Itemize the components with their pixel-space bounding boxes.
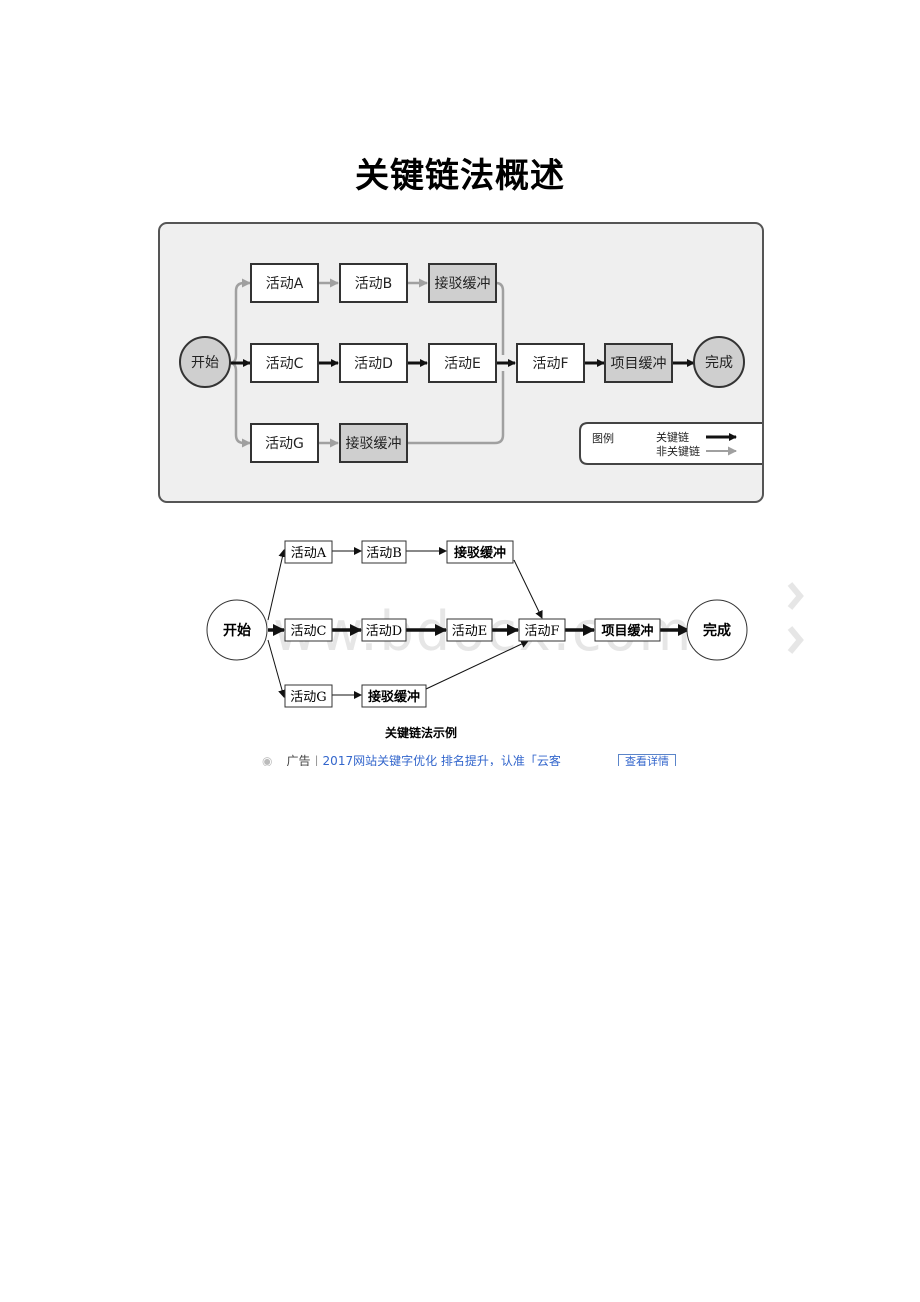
figure1-feeding-buffer-1: 接驳缓冲 [428,263,497,303]
svg-text:活动A: 活动A [291,546,327,561]
figure2-noncritical-arrows [267,547,543,699]
figure1-activity-f: 活动F [516,343,585,383]
svg-text:活动A: 活动A [266,276,304,292]
svg-text:活动D: 活动D [366,624,402,639]
svg-text:活动C: 活动C [266,356,304,372]
svg-text:完成: 完成 [705,355,733,371]
figure1-legend: 图例 关键链 非关键链 [579,422,762,465]
figure1-start-node: 开始 [179,336,231,388]
figure1-activity-g: 活动G [250,423,319,463]
figure2-start-node: 开始 [206,599,268,661]
legend-noncritical-label: 非关键链 [656,444,700,458]
svg-text:活动D: 活动D [354,356,393,372]
svg-text:活动E: 活动E [444,356,481,372]
figure1-critical-chain-diagram: 开始 活动A 活动B 接驳缓冲 活动C 活动D 活动E 活动F [158,222,764,503]
figure2-activity-a: 活动A [284,540,333,564]
figure2-feeding-buffer-1: 接驳缓冲 [446,540,514,564]
svg-text:接驳缓冲: 接驳缓冲 [435,275,491,292]
svg-text:接驳缓冲: 接驳缓冲 [368,689,420,705]
ad-details-button[interactable]: 查看详情 [618,754,676,766]
figure1-finish-node: 完成 [693,336,745,388]
figure2-activity-c: 活动C [284,618,333,642]
svg-text:活动G: 活动G [265,436,304,452]
figure2-activity-f: 活动F [518,618,566,642]
ad-separator: | [314,754,319,766]
svg-text:活动B: 活动B [355,276,393,292]
figure2-feeding-buffer-2: 接驳缓冲 [361,684,427,708]
svg-text:完成: 完成 [703,622,731,639]
figure2-finish-node: 完成 [686,599,748,661]
legend-critical-label: 关键链 [656,430,689,444]
ad-banner: ◉ 广告|2017网站关键字优化 排名提升，认准「云客 查看详情 [262,752,682,766]
svg-text:接驳缓冲: 接驳缓冲 [454,545,506,561]
figure2-caption: 关键链法示例 [385,725,457,740]
svg-text:活动F: 活动F [532,356,568,372]
svg-text:活动C: 活动C [291,624,327,639]
figure1-project-buffer: 项目缓冲 [604,343,673,383]
figure2-activity-e: 活动E [446,618,493,642]
svg-text:活动E: 活动E [452,624,488,639]
figure1-activity-a: 活动A [250,263,319,303]
svg-text:接驳缓冲: 接驳缓冲 [346,435,402,452]
figure2-critical-chain-example: www.bdocx.com 开始 活动A [206,540,804,740]
figure2-activity-g: 活动G [284,684,333,708]
figure1-feeding-buffer-2: 接驳缓冲 [339,423,408,463]
svg-text:活动F: 活动F [524,624,559,639]
ad-link[interactable]: 2017网站关键字优化 排名提升，认准「云客 [322,754,561,766]
figure1-activity-d: 活动D [339,343,408,383]
figure1-activity-e: 活动E [428,343,497,383]
figure1-activity-c: 活动C [250,343,319,383]
figure2-activity-b: 活动B [361,540,407,564]
page-title: 关键链法概述 [355,156,565,196]
figure2-activity-d: 活动D [361,618,407,642]
legend-title: 图例 [592,431,614,445]
svg-text:活动G: 活动G [290,690,326,705]
ad-info-icon: ◉ [262,754,273,766]
svg-text:项目缓冲: 项目缓冲 [601,623,653,639]
svg-text:活动B: 活动B [366,546,402,561]
svg-text:开始: 开始 [191,355,219,371]
figure1-activity-b: 活动B [339,263,408,303]
figure2-project-buffer: 项目缓冲 [594,618,661,642]
svg-text:项目缓冲: 项目缓冲 [611,356,667,372]
svg-text:开始: 开始 [223,622,251,639]
ad-label: 广告 [286,754,311,766]
